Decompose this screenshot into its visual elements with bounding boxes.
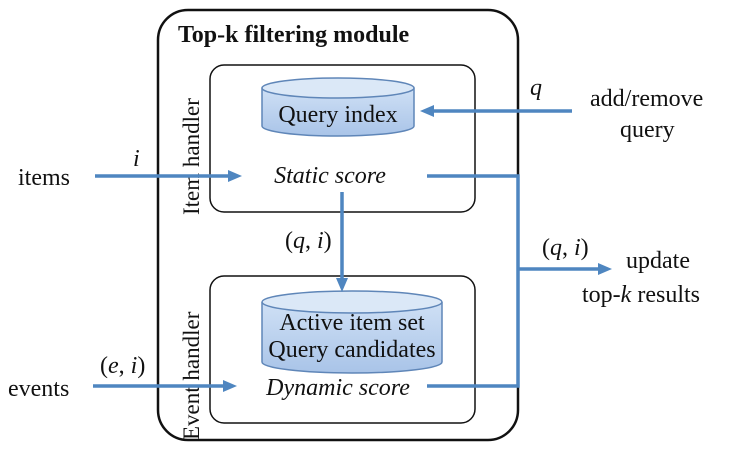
static-to-active-arrow: [336, 192, 348, 292]
active-item-set-database: Active item set Query candidates: [261, 290, 443, 374]
events-symbol: (e, i): [100, 353, 145, 379]
item-handler-label: Item handler: [179, 98, 204, 215]
output-arrow: [427, 174, 612, 388]
query-arrow: [420, 105, 572, 117]
events-arrow: [93, 380, 237, 392]
module-title: Top-k filtering module: [178, 22, 409, 48]
query-index-database: Query index: [261, 77, 415, 137]
dynamic-score-label: Dynamic score: [265, 375, 410, 401]
query-symbol: q: [530, 75, 542, 101]
items-arrow: [95, 170, 242, 182]
internal-flow-label: (q, i): [285, 228, 332, 254]
events-label: events: [8, 376, 69, 402]
event-handler-label: Event handler: [179, 311, 204, 440]
static-score-label: Static score: [274, 163, 386, 189]
query-label: query: [620, 117, 675, 143]
update-label: update: [626, 248, 690, 274]
items-label: items: [18, 165, 70, 191]
top-k-results-label: top-k results: [582, 282, 700, 308]
query-index-label: Query index: [278, 102, 397, 128]
active-item-set-label: Active item set: [279, 310, 425, 336]
query-candidates-label: Query candidates: [268, 337, 435, 363]
add-remove-label: add/remove: [590, 86, 703, 112]
items-symbol: i: [133, 146, 140, 172]
output-symbol: (q, i): [542, 235, 589, 261]
